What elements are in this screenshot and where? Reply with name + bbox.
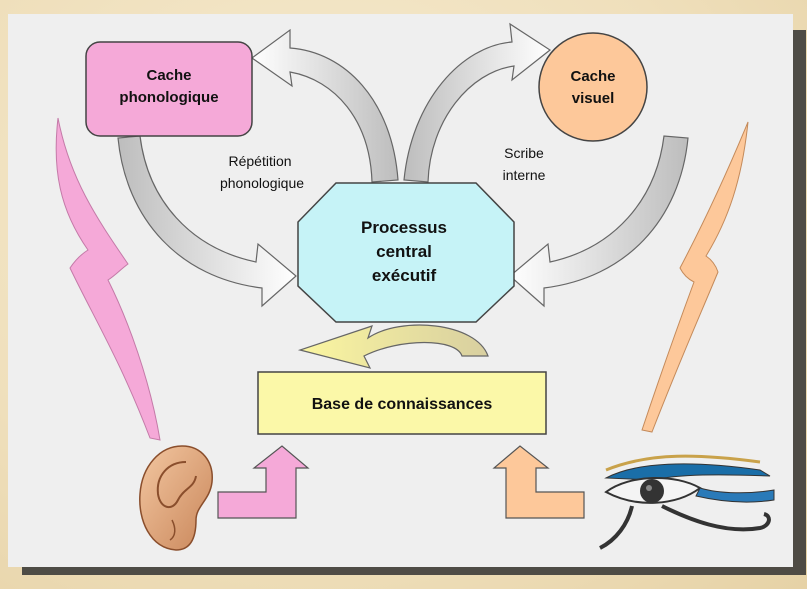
- visual-cache-label-line2: visuel: [572, 90, 615, 107]
- peach-visual-bolt: [641, 121, 749, 433]
- inner-scribe-label-line2: interne: [503, 167, 546, 183]
- central-executive-label-line3: exécutif: [372, 266, 437, 285]
- phonological-cache-label-line2: phonologique: [119, 89, 218, 106]
- arrow-central-to-phonological: [250, 28, 399, 183]
- arrow-central-base-loop: [297, 324, 489, 369]
- central-executive-label-line2: central: [376, 242, 432, 261]
- arrow-phonological-to-central: [117, 135, 297, 308]
- phonological-rehearsal-label-line2: phonologique: [220, 175, 304, 191]
- arrow-central-to-visual: [403, 22, 552, 183]
- eye-icon: [599, 454, 775, 550]
- phonological-cache-label-line1: Cache: [146, 67, 191, 84]
- central-executive-label-line1: Processus: [361, 218, 447, 237]
- arrow-visual-to-central: [509, 135, 689, 308]
- knowledge-base-box: [257, 371, 547, 435]
- central-executive-octagon: [297, 182, 515, 323]
- knowledge-base-label: Base de connaissances: [312, 396, 493, 413]
- pink-auditory-bolt: [55, 117, 161, 441]
- visual-cache-label-line1: Cache: [570, 68, 615, 85]
- phonological-rehearsal-label-line1: Répétition: [228, 153, 291, 169]
- visual-cache-circle: [538, 32, 648, 142]
- ear-icon: [139, 445, 213, 551]
- arrow-eye-to-base: [492, 445, 585, 519]
- inner-scribe-label-line1: Scribe: [504, 145, 544, 161]
- arrow-ear-to-base: [217, 445, 310, 519]
- phonological-cache-box: [85, 41, 253, 137]
